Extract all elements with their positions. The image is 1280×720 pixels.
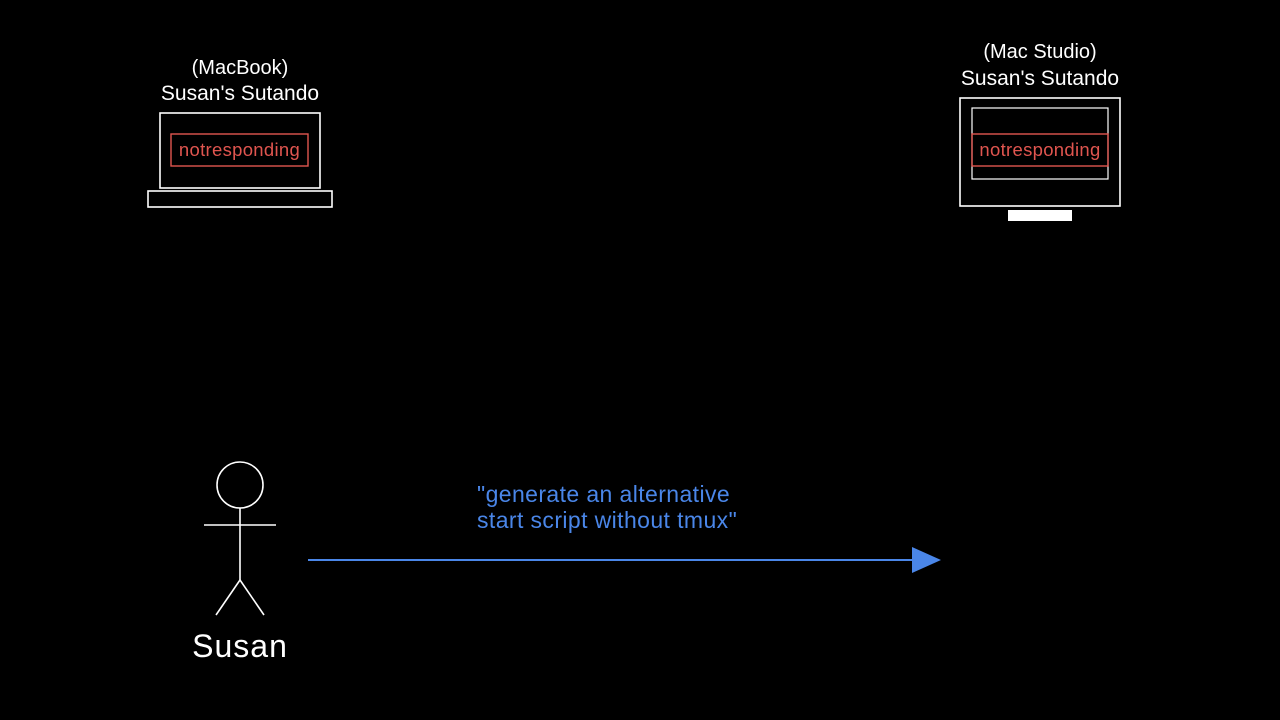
monitor-stand — [1008, 210, 1072, 221]
laptop-screen — [159, 112, 321, 189]
person-name: Susan — [192, 628, 288, 664]
message-text: "generate an alternative start script wi… — [477, 481, 737, 533]
macbook-status: notresponding — [178, 139, 301, 160]
laptop-base — [147, 190, 333, 208]
monitor-frame — [959, 97, 1121, 207]
message-line-1: "generate an alternative — [477, 481, 731, 507]
arrow-head — [912, 547, 941, 573]
macbook-name: Susan's Sutando — [160, 82, 320, 105]
mac-studio-status-box — [971, 133, 1109, 167]
stick-figure-head — [216, 461, 264, 509]
message-line-2: start script without tmux" — [477, 507, 738, 533]
stick-figure-right-leg — [239, 579, 265, 616]
laptop-icon — [147, 112, 333, 208]
mac-studio-name: Susan's Sutando — [960, 67, 1120, 90]
macbook-subtitle: (MacBook) — [191, 57, 289, 79]
mac-studio-status: notresponding — [979, 139, 1101, 160]
arrow-right-icon — [308, 547, 941, 573]
mac-studio-subtitle: (Mac Studio) — [983, 41, 1097, 63]
macbook-status-box — [170, 133, 309, 167]
stick-figure-left-leg — [215, 579, 241, 616]
stick-figure-icon — [204, 461, 276, 616]
